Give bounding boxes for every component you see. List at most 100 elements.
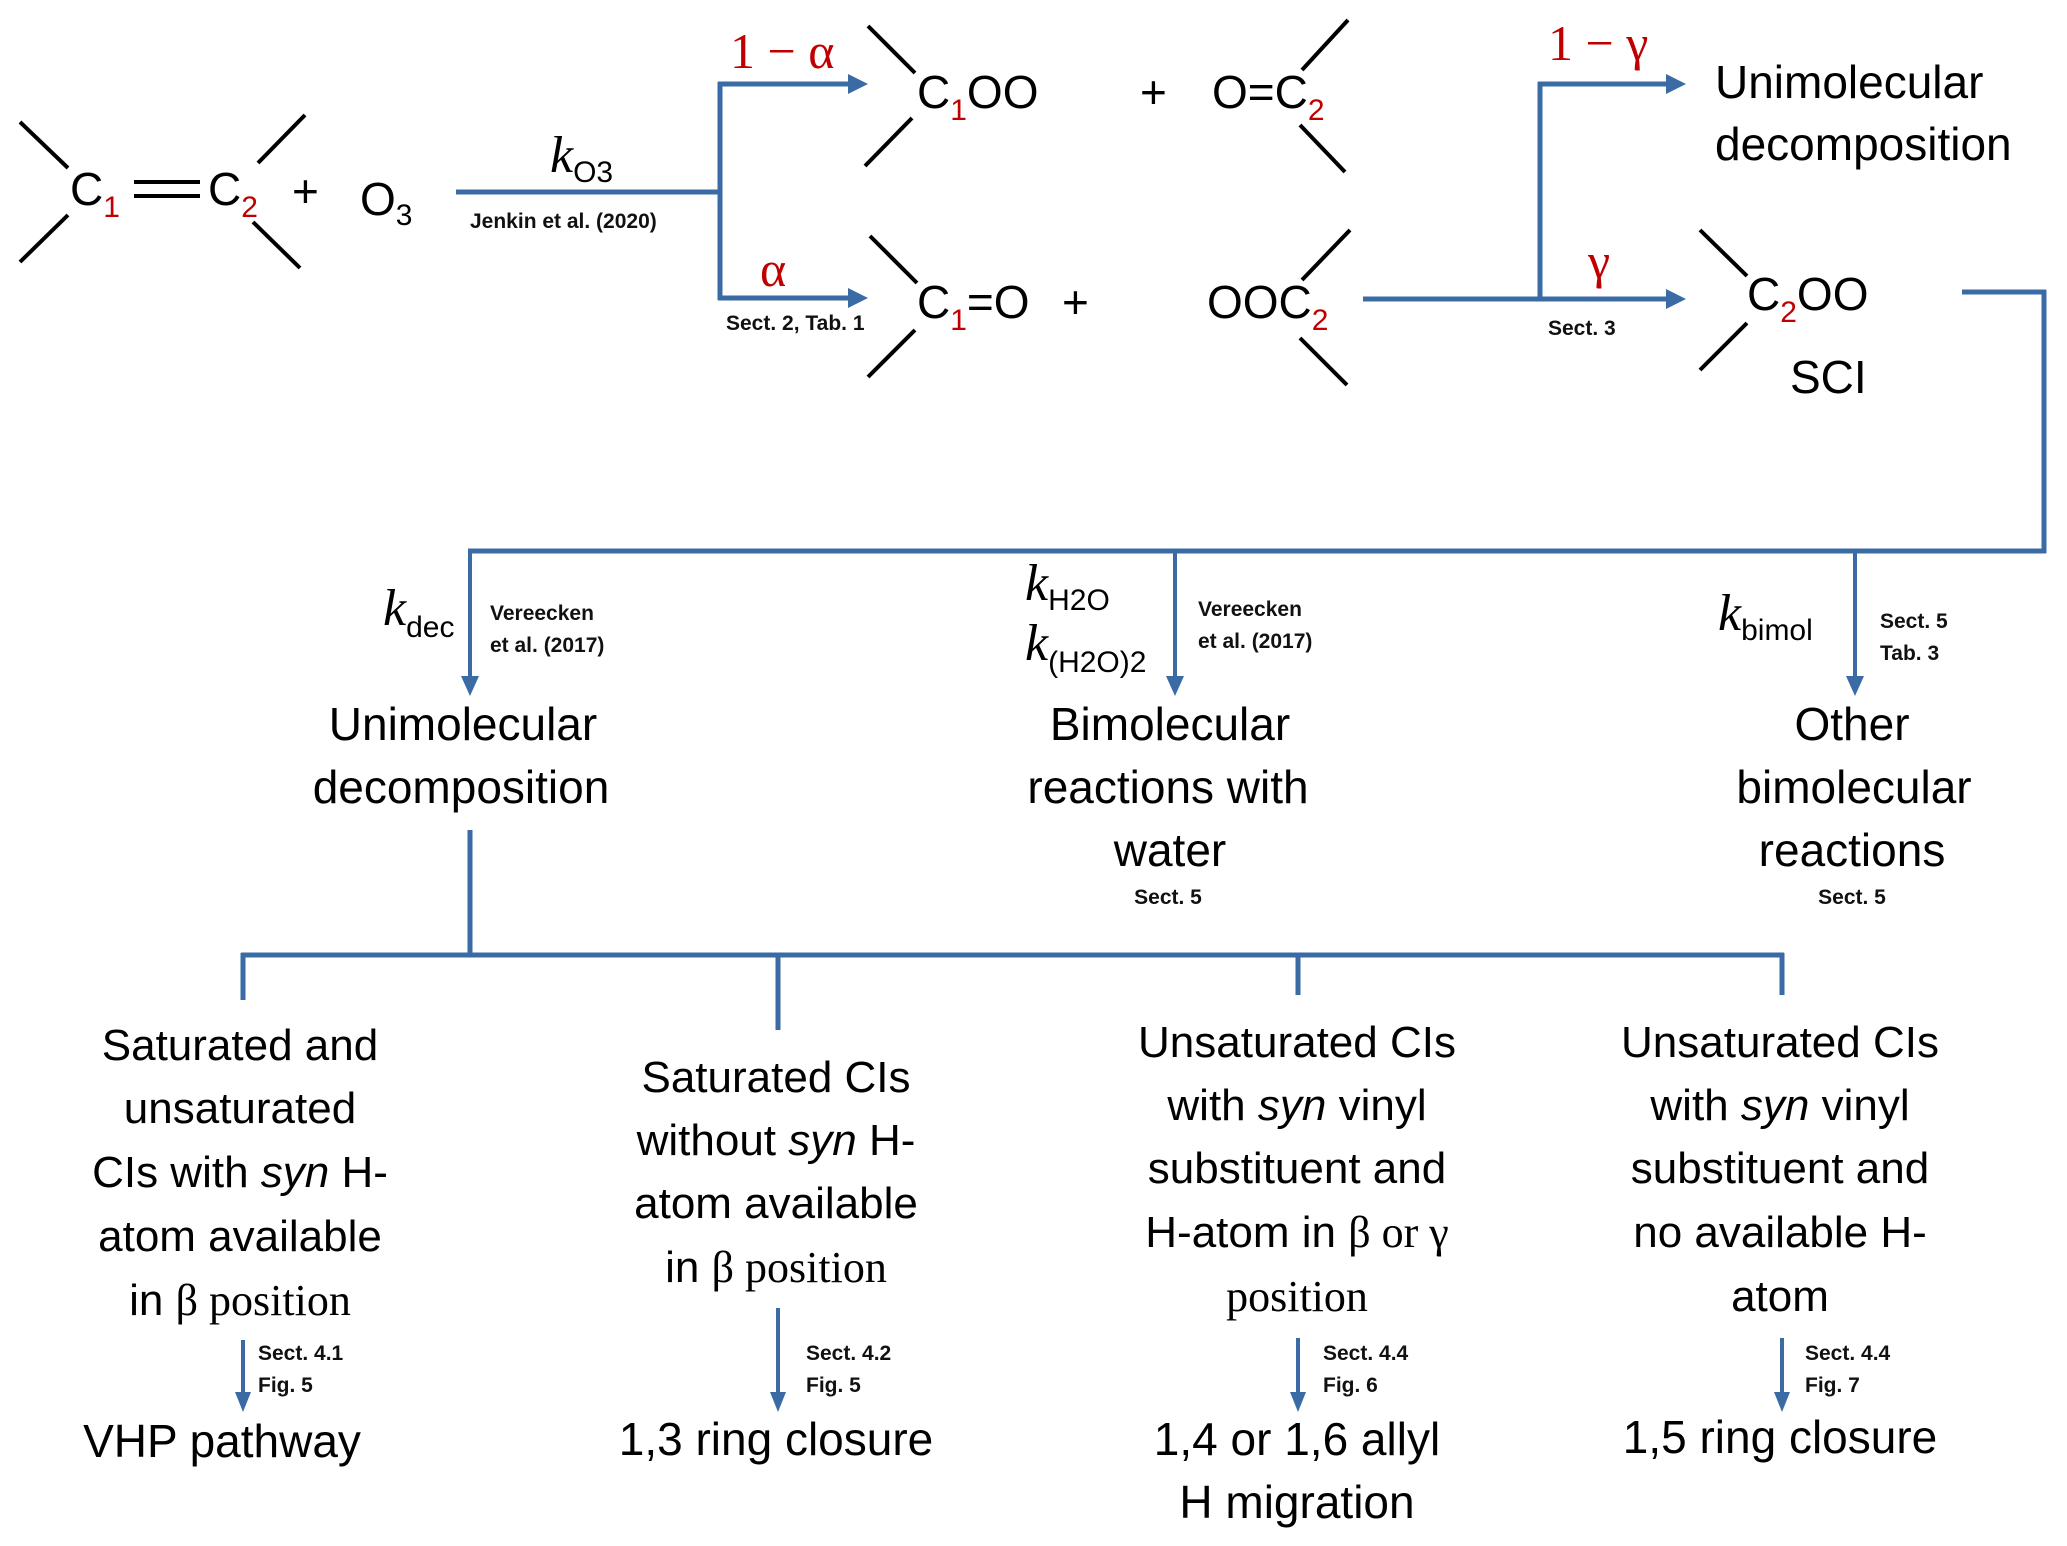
fate-bimolecular-section: Sect. 5 [1818,886,1886,909]
fate-unimolecular: kdec Vereecken et al. (2017) Unimolecula… [313,580,610,813]
channel4-line4: no available H- [1633,1208,1927,1257]
channel4-line5: atom [1731,1272,1829,1321]
fate-water-section: Sect. 5 [1134,886,1202,909]
channel4-pathway: 1,5 ring closure [1623,1411,1938,1463]
plus-sign: + [292,165,319,217]
lower-products: C1=O + OOC2 [866,228,1352,387]
fraction-one-minus-alpha: 1 − α [730,23,834,79]
channel4-ref-line2: Fig. 7 [1805,1374,1860,1397]
fate-bimolecular-line2: bimolecular [1736,761,1971,813]
k-h2o-label: kH2O [1025,555,1110,617]
sci-bond-lower [1698,321,1749,372]
c1o-bond-lower [866,328,917,379]
channel2-ref-line1: Sect. 4.2 [806,1342,891,1365]
channel2-line3: atom available [634,1179,918,1228]
fate-bimolecular-line1: Other [1794,698,1909,750]
channel1-arrowhead [235,1392,251,1412]
bond-c2-upper [256,113,307,165]
criegee-intermediate-ooc2: OOC2 [1207,276,1328,337]
upper-products: C1OO + O=C2 [863,18,1350,174]
channel1-pathway: VHP pathway [83,1415,361,1467]
branch-upper-arrowhead [848,74,868,94]
sci-c2oo: C2OO [1747,268,1868,329]
channel3-pathway-line1: 1,4 or 1,6 allyl [1154,1413,1440,1465]
channel1-line5: in β position [129,1276,351,1325]
carbon-1: C1 [70,163,120,224]
ozone: O3 [360,173,412,232]
channel2-arrowhead [770,1392,786,1412]
channel3-ref-line1: Sect. 4.4 [1323,1342,1409,1365]
sect3-reference: Sect. 3 [1548,317,1616,340]
ci1-bond-upper [866,24,917,75]
oc2-bond-lower [1298,123,1347,174]
fraction-one-minus-gamma: 1 − γ [1548,15,1648,71]
stabilization-branch: 1 − γ γ Sect. 3 Unimolecular decompositi… [1363,15,2012,403]
sci-fate-connector [461,289,2047,696]
carbonyl-c1o: C1=O [917,276,1030,337]
bond-c1-upper [18,120,70,170]
channel1-line3: CIs with syn H- [92,1148,388,1197]
carbon-2: C2 [208,163,258,224]
fate-bimolecular-line3: reactions [1759,824,1946,876]
sect2-tab1-reference: Sect. 2, Tab. 1 [726,312,865,335]
k-dec-label: kdec [383,580,454,644]
channel4-ref-line1: Sect. 4.4 [1805,1342,1891,1365]
channel1-line4: atom available [98,1212,382,1261]
channel1-line1: Saturated and [102,1021,378,1070]
channel3-line4: H-atom in β or γ [1145,1208,1448,1257]
channel1-line2: unsaturated [124,1084,356,1133]
k-h2o-dimer-label: k(H2O)2 [1025,615,1146,679]
channel2-line2: without syn H- [636,1116,916,1165]
c1o-bond-upper [868,234,919,285]
carbonyl-oc2: O=C2 [1212,66,1325,127]
stabilization-lower-arrowhead [1666,289,1686,309]
channel-allyl-h-migration: Unsaturated CIs with syn vinyl substitue… [1138,1018,1456,1528]
channel2-line4: in β position [665,1243,887,1292]
channel2-line1: Saturated CIs [641,1053,910,1102]
channel3-ref-line2: Fig. 6 [1323,1374,1378,1397]
upper-plus-sign: + [1140,66,1167,118]
fate-arrowhead-water [1166,676,1184,696]
ozonolysis-branch: kO3 Jenkin et al. (2020) 1 − α α Sect. 2… [456,23,868,335]
vereecken-ref-2-line2: et al. (2017) [1198,630,1312,653]
upper-decomposition-line2: decomposition [1715,118,2012,170]
fraction-alpha: α [760,241,786,297]
channel-15-ring-closure: Unsaturated CIs with syn vinyl substitue… [1621,1018,1939,1463]
fraction-gamma: γ [1587,233,1610,289]
fate-water-line2: reactions with [1027,761,1308,813]
bimol-ref-line2: Tab. 3 [1880,642,1939,665]
channel-13-ring-closure: Saturated CIs without syn H- atom availa… [619,1053,934,1465]
oc2-bond-upper [1300,18,1350,72]
channel1-ref-line2: Fig. 5 [258,1374,313,1397]
criegee-intermediate-c1oo: C1OO [917,66,1038,127]
channel-vhp: Saturated and unsaturated CIs with syn H… [83,1021,388,1467]
lower-plus-sign: + [1062,276,1089,328]
fate-unimolecular-line2: decomposition [313,761,610,813]
channel3-arrowhead [1290,1392,1306,1412]
channel4-arrowhead [1774,1392,1790,1412]
k-o3-label: kO3 [550,127,613,189]
channel4-line3: substituent and [1631,1144,1929,1193]
sci-bond-upper [1698,228,1749,278]
fate-other-bimolecular: kbimol Sect. 5 Tab. 3 Other bimolecular … [1718,585,1972,909]
channel3-pathway-line2: H migration [1179,1476,1414,1528]
channel2-pathway: 1,3 ring closure [619,1413,934,1465]
channel3-line2: with syn vinyl [1166,1081,1426,1130]
ooc2-bond-upper [1300,228,1352,282]
ci1-bond-lower [863,116,914,168]
stabilization-upper-arrowhead [1666,74,1686,94]
fate-water: kH2O k(H2O)2 Vereecken et al. (2017) Bim… [1025,555,1312,909]
channel1-ref-line1: Sect. 4.1 [258,1342,344,1365]
jenkin-reference: Jenkin et al. (2020) [470,210,657,233]
vereecken-ref-1-line1: Vereecken [490,602,594,625]
branch-lower-arrowhead [848,288,868,308]
fate-unimolecular-line1: Unimolecular [329,698,597,750]
bimol-ref-line1: Sect. 5 [1880,610,1948,633]
channel4-line2: with syn vinyl [1649,1081,1909,1130]
channel3-line5: position [1226,1272,1368,1321]
alkene-reactant: C1 C2 + O3 [18,113,412,270]
decomposition-connector [240,830,1785,1030]
bond-c2-lower [251,220,302,270]
ooc2-bond-lower [1298,336,1349,387]
